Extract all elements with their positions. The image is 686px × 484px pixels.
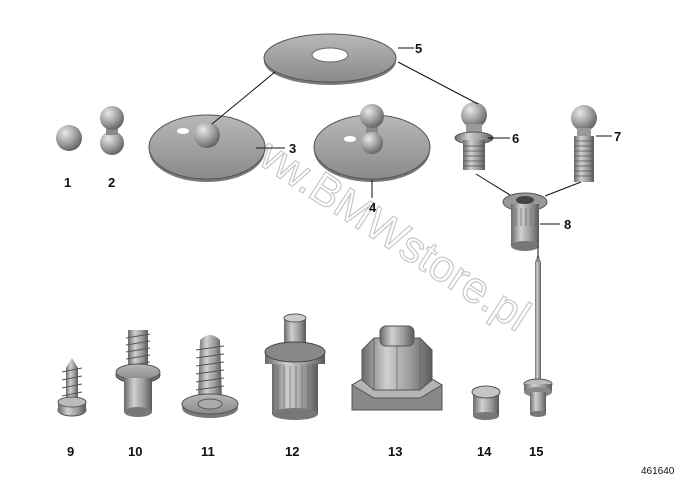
part-14-cap bbox=[471, 385, 501, 420]
part-3-washer-with-ball bbox=[148, 114, 266, 182]
part-6-ball-stud-with-thread bbox=[454, 102, 494, 170]
part-7-ball-stud-threaded bbox=[571, 105, 597, 182]
label-part-13: 13 bbox=[388, 444, 402, 459]
label-part-14: 14 bbox=[477, 444, 492, 459]
label-part-4: 4 bbox=[369, 200, 377, 215]
part-12-press-in-pin bbox=[264, 313, 326, 420]
label-part-12: 12 bbox=[285, 444, 299, 459]
leader-lines bbox=[211, 47, 612, 258]
part-9-screw bbox=[57, 358, 87, 417]
label-part-11: 11 bbox=[201, 444, 215, 459]
part-10-stud-screw-with-collar bbox=[115, 330, 161, 417]
label-part-6: 6 bbox=[512, 131, 519, 146]
part-8-blind-rivet-nut bbox=[502, 192, 548, 251]
part-11-collar-screw bbox=[181, 335, 239, 418]
label-part-9: 9 bbox=[67, 444, 74, 459]
part-2-double-ball-stud bbox=[100, 106, 124, 155]
label-part-10: 10 bbox=[128, 444, 142, 459]
part-4-washer-with-ball-stud bbox=[313, 104, 431, 182]
part-1-ball-stud bbox=[56, 125, 82, 151]
label-part-7: 7 bbox=[614, 129, 621, 144]
label-part-1: 1 bbox=[64, 175, 71, 190]
label-part-15: 15 bbox=[529, 444, 543, 459]
part-15-blind-rivet bbox=[523, 254, 553, 417]
label-part-5: 5 bbox=[415, 41, 422, 56]
label-part-3: 3 bbox=[289, 141, 296, 156]
label-part-8: 8 bbox=[564, 217, 571, 232]
diagram-id: 461640 bbox=[641, 466, 675, 477]
part-13-hex-nut-with-clip bbox=[351, 325, 443, 411]
callout-labels: 1 2 3 4 5 6 7 8 9 10 11 12 13 14 15 bbox=[64, 41, 621, 459]
part-5-washer bbox=[263, 33, 397, 85]
label-part-2: 2 bbox=[108, 175, 115, 190]
